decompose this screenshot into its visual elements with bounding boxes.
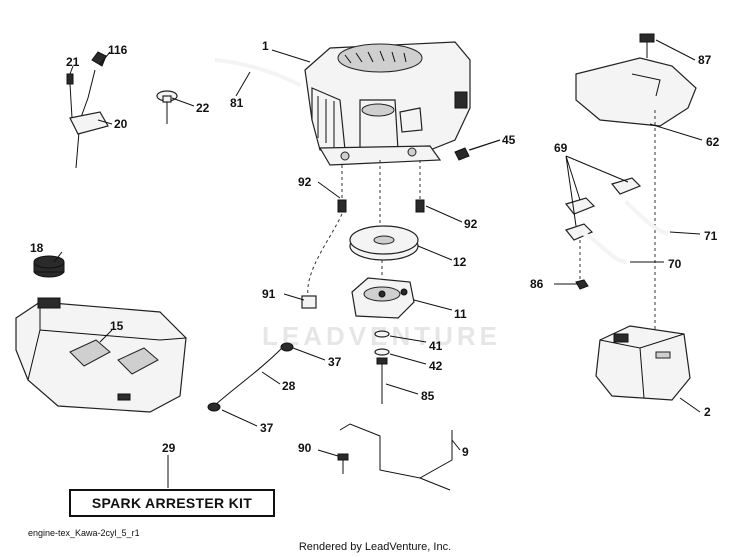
knob-icon xyxy=(156,90,178,124)
clutch-icon xyxy=(351,277,415,319)
heat-shield-icon xyxy=(575,33,697,127)
callout-81: 81 xyxy=(230,96,244,110)
callout-91: 91 xyxy=(262,287,276,301)
callout-90: 90 xyxy=(298,441,312,455)
callout-62: 62 xyxy=(706,135,720,149)
callout-70: 70 xyxy=(668,257,682,271)
callout-92-right: 92 xyxy=(464,217,478,231)
callout-29: 29 xyxy=(162,441,176,455)
spark-arrester-kit-box: SPARK ARRESTER KIT xyxy=(69,489,275,517)
callout-9: 9 xyxy=(462,445,469,459)
callout-18: 18 xyxy=(30,241,44,255)
callout-21: 21 xyxy=(66,55,80,69)
fuel-tank-icon xyxy=(15,297,187,413)
callout-69: 69 xyxy=(554,141,568,155)
callout-15: 15 xyxy=(110,319,124,333)
diagram-id: engine-tex_Kawa-2cyl_5_r1 xyxy=(28,528,140,538)
callout-2: 2 xyxy=(704,405,711,419)
throttle-bracket-icon xyxy=(66,51,109,169)
callout-85: 85 xyxy=(421,389,435,403)
callout-28: 28 xyxy=(282,379,296,393)
spark-arrester-kit-label: SPARK ARRESTER KIT xyxy=(91,495,253,511)
callout-45: 45 xyxy=(502,133,516,147)
callout-12: 12 xyxy=(453,255,467,269)
callout-11: 11 xyxy=(454,307,467,321)
callout-41: 41 xyxy=(429,339,443,353)
callout-92-left: 92 xyxy=(298,175,312,189)
callout-116: 116 xyxy=(108,43,128,57)
callout-20: 20 xyxy=(114,117,128,131)
pulley-icon xyxy=(349,225,419,261)
engine-icon xyxy=(304,41,471,166)
callout-37-bottom: 37 xyxy=(260,421,274,435)
fuel-cap-icon xyxy=(33,255,65,278)
callout-71: 71 xyxy=(704,229,718,243)
callout-22: 22 xyxy=(196,101,210,115)
callout-37-top: 37 xyxy=(328,355,342,369)
render-credit: Rendered by LeadVenture, Inc. xyxy=(298,541,452,553)
callout-87: 87 xyxy=(698,53,712,67)
muffler-icon xyxy=(595,325,691,401)
callout-1: 1 xyxy=(262,39,269,53)
callout-42: 42 xyxy=(429,359,443,373)
callout-86: 86 xyxy=(530,277,544,291)
